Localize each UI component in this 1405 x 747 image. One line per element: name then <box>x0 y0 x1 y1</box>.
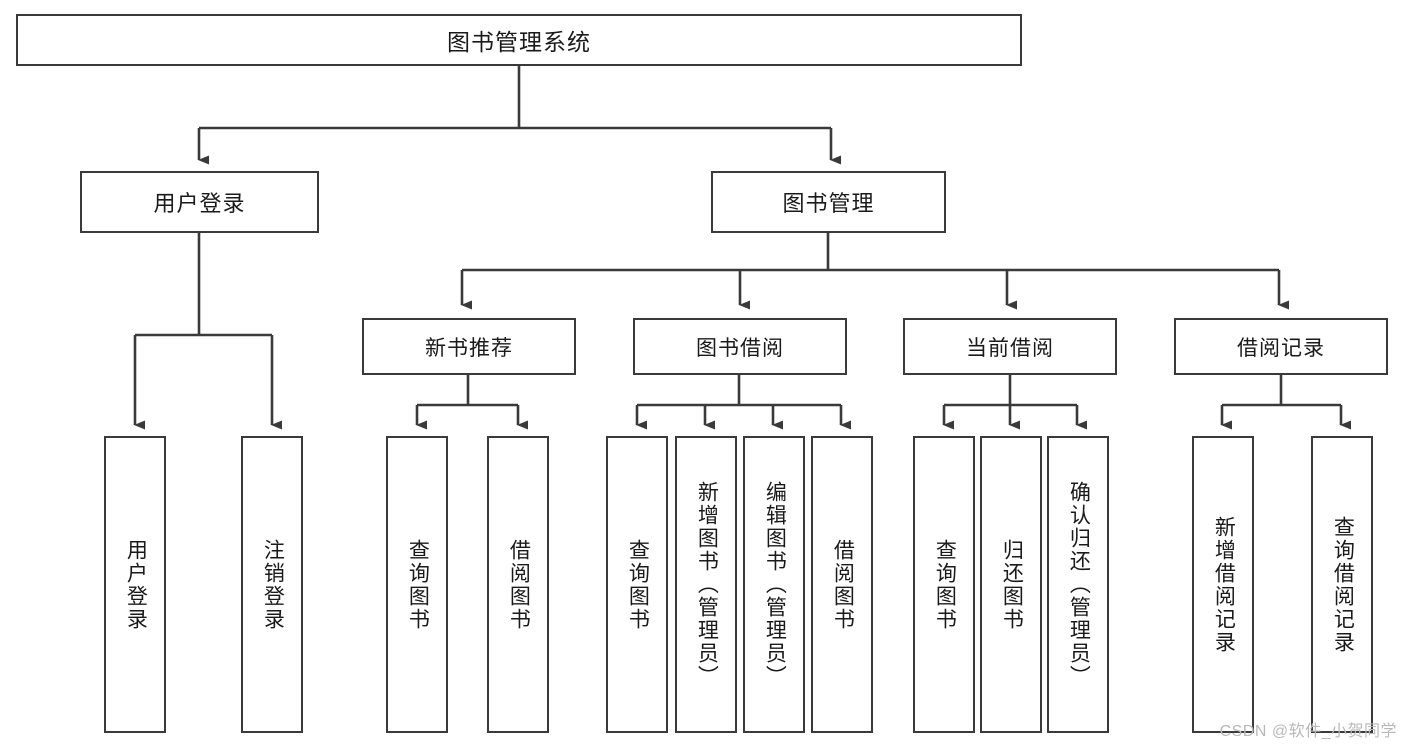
node-user-login[interactable]: 用户登录 <box>80 171 319 233</box>
node-new-book-recommend-label: 新书推荐 <box>425 336 513 360</box>
leaf-label: 借阅图书 <box>831 538 855 631</box>
leaf-book-borrow-borrow-book[interactable]: 借阅图书 <box>811 436 873 733</box>
leaf-label: 查询图书 <box>406 538 430 631</box>
leaf-book-borrow-edit-book-admin[interactable]: 编辑图书（管理员） <box>743 436 805 733</box>
node-book-borrow[interactable]: 图书借阅 <box>633 318 847 375</box>
node-user-login-label: 用户登录 <box>153 191 246 216</box>
node-current-borrow-label: 当前借阅 <box>966 336 1054 360</box>
leaf-borrow-record-query-record[interactable]: 查询借阅记录 <box>1311 436 1373 733</box>
leaf-book-borrow-query-book[interactable]: 查询图书 <box>606 436 668 733</box>
leaf-book-borrow-add-book-admin[interactable]: 新增图书（管理员） <box>675 436 737 733</box>
leaf-new-book-borrow-book[interactable]: 借阅图书 <box>487 436 549 733</box>
leaf-label: 确认归还（管理员） <box>1067 481 1091 688</box>
node-book-borrow-label: 图书借阅 <box>696 336 784 360</box>
leaf-label: 编辑图书（管理员） <box>763 481 787 688</box>
node-book-management-label: 图书管理 <box>782 191 875 216</box>
leaf-new-book-query-book[interactable]: 查询图书 <box>386 436 448 733</box>
leaf-user-login-login[interactable]: 用户登录 <box>104 436 166 733</box>
node-borrow-record-label: 借阅记录 <box>1237 336 1325 360</box>
leaf-label: 新增图书（管理员） <box>695 481 719 688</box>
csdn-watermark: CSDN @软件_小贺同学 <box>1219 723 1397 740</box>
leaf-label: 查询图书 <box>626 538 650 631</box>
leaf-label: 查询借阅记录 <box>1331 515 1355 654</box>
leaf-label: 注销登录 <box>261 538 285 631</box>
node-root-label: 图书管理系统 <box>447 29 591 55</box>
leaf-user-login-logout[interactable]: 注销登录 <box>241 436 303 733</box>
node-root-library-system[interactable]: 图书管理系统 <box>16 14 1022 66</box>
leaf-borrow-record-add-record[interactable]: 新增借阅记录 <box>1192 436 1254 733</box>
leaf-label: 借阅图书 <box>507 538 531 631</box>
leaf-label: 查询图书 <box>933 538 957 631</box>
node-book-management[interactable]: 图书管理 <box>711 171 946 233</box>
leaf-current-borrow-return-book[interactable]: 归还图书 <box>980 436 1042 733</box>
leaf-current-borrow-query-book[interactable]: 查询图书 <box>913 436 975 733</box>
node-new-book-recommend[interactable]: 新书推荐 <box>362 318 576 375</box>
leaf-label: 新增借阅记录 <box>1212 515 1236 654</box>
leaf-label: 用户登录 <box>124 538 148 631</box>
leaf-label: 归还图书 <box>1000 538 1024 631</box>
node-current-borrow[interactable]: 当前借阅 <box>903 318 1117 375</box>
node-borrow-record[interactable]: 借阅记录 <box>1174 318 1388 375</box>
leaf-current-borrow-confirm-return-admin[interactable]: 确认归还（管理员） <box>1047 436 1109 733</box>
